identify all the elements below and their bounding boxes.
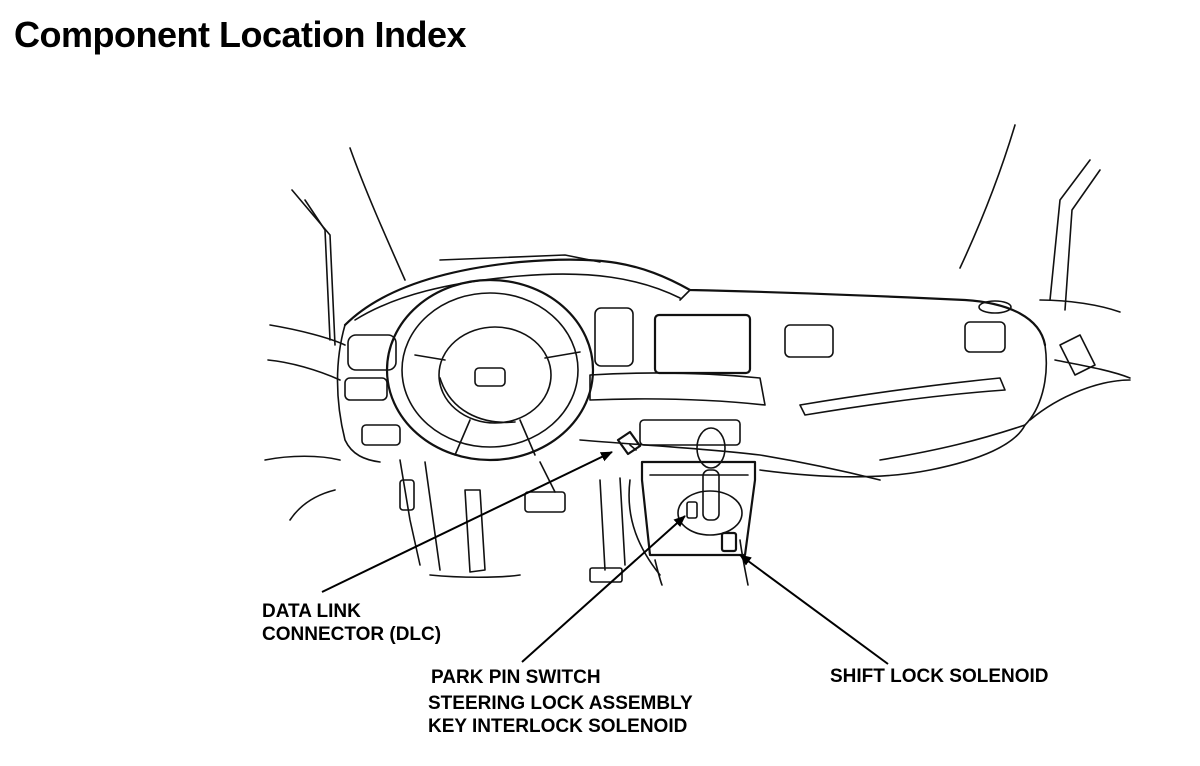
dlc-label-line2: CONNECTOR (DLC) bbox=[262, 624, 441, 645]
pedals-column bbox=[399, 459, 626, 583]
park-pin-leader bbox=[521, 515, 686, 663]
dlc-label-line1: DATA LINK bbox=[262, 601, 361, 622]
dlc-leader bbox=[321, 451, 613, 593]
steering-lock-assembly-label: STEERING LOCK ASSEMBLY bbox=[428, 693, 693, 714]
park-pin-switch-label: PARK PIN SWITCH bbox=[431, 667, 601, 688]
key-interlock-solenoid-label: KEY INTERLOCK SOLENOID bbox=[428, 716, 687, 737]
dlc-connector bbox=[616, 430, 642, 456]
center-console bbox=[628, 427, 757, 586]
left-pillar bbox=[264, 147, 406, 521]
page-title: Component Location Index bbox=[14, 14, 467, 55]
shift-lock-leader bbox=[739, 554, 889, 665]
shift-lock-solenoid-label: SHIFT LOCK SOLENOID bbox=[830, 666, 1049, 687]
right-pillar bbox=[959, 124, 1131, 421]
dash-vents bbox=[344, 307, 1006, 446]
steering-wheel bbox=[385, 278, 595, 462]
dashboard-body bbox=[336, 254, 1048, 481]
